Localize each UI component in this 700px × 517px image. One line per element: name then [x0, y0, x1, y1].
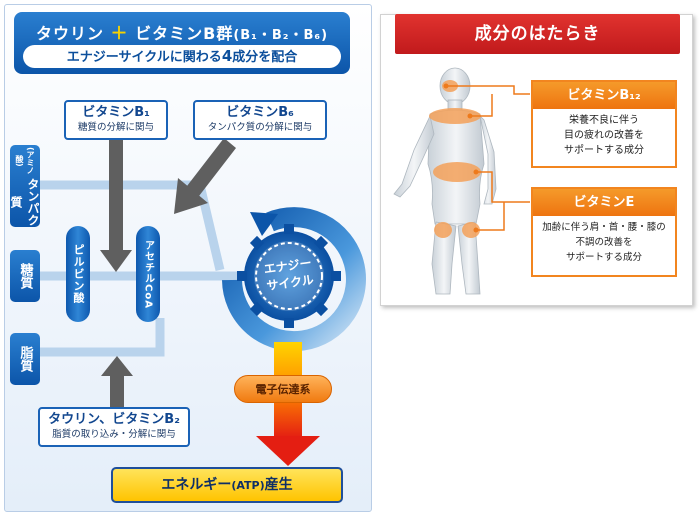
energy-atp: (ATP): [231, 479, 265, 492]
card2-body: 加齢に伴う肩・首・腰・膝の 不調の改善を サポートする成分: [533, 216, 675, 265]
card2-title: ビタミンE: [533, 189, 675, 216]
arrow-b6: [174, 138, 236, 214]
card1-body-3: サポートする成分: [564, 145, 644, 156]
card1-title: ビタミンB₁₂: [533, 82, 675, 109]
subtitle-pre: エナジーサイクルに関わる: [66, 50, 222, 65]
box-b1-title: ビタミンB₁: [82, 105, 150, 120]
title-plus: ＋: [110, 24, 129, 44]
arrow-b2: [101, 356, 133, 416]
box-taurine-b2: タウリン、ビタミンB₂ 脂質の取り込み・分解に関与: [38, 407, 190, 447]
subtitle-post: 成分を配合: [232, 50, 298, 65]
title-sub: (B₁・B₂・B₆): [233, 28, 329, 43]
box-b6-title: ビタミンB₆: [226, 105, 294, 120]
subtitle-num: 4: [221, 47, 233, 65]
pointer-lines: [446, 85, 530, 231]
card2-body-2: 不調の改善を: [575, 237, 633, 248]
card1-body: 栄養不良に伴う 目の疲れの改善を サポートする成分: [533, 109, 675, 158]
energy-post: 産生: [264, 477, 293, 493]
header-subtitle: エナジーサイクルに関わる4成分を配合: [23, 45, 341, 68]
box-b2-title: タウリン、ビタミンB₂: [48, 412, 180, 427]
label-sugar: 糖質: [10, 250, 40, 302]
gear-icon: [237, 224, 341, 328]
title-taurine: タウリン: [35, 24, 104, 43]
label-sugar-text: 糖質: [17, 263, 33, 289]
box-vitamin-b1: ビタミンB₁ 糖質の分解に関与: [64, 100, 168, 140]
card-vitamin-b12: ビタミンB₁₂ 栄養不良に伴う 目の疲れの改善を サポートする成分: [531, 80, 677, 168]
label-fat: 脂質: [10, 333, 40, 385]
label-fat-text: 脂質: [17, 346, 33, 372]
box-b1-sub: 糖質の分解に関与: [77, 122, 154, 133]
card2-body-1: 加齢に伴う肩・首・腰・膝の: [542, 222, 666, 233]
pyruvate-text: ピルビン酸: [72, 244, 85, 304]
right-title: 成分のはたらき: [395, 14, 680, 54]
header-box: タウリン ＋ ビタミンB群(B₁・B₂・B₆) エナジーサイクルに関わる4成分を…: [14, 12, 350, 74]
down-arrow-energy: [256, 342, 320, 466]
acetyl-coa-pill: アセチルCoA: [136, 226, 160, 322]
card2-body-3: サポートする成分: [565, 252, 642, 263]
box-b2-sub: 脂質の取り込み・分解に関与: [52, 429, 176, 440]
card-vitamin-e: ビタミンE 加齢に伴う肩・首・腰・膝の 不調の改善を サポートする成分: [531, 187, 677, 277]
label-protein: (アミノ酸)タンパク質: [9, 145, 40, 227]
human-figure: [393, 67, 530, 295]
label-protein-text: タンパク質: [9, 178, 40, 227]
acetyl-text: アセチルCoA: [142, 239, 154, 309]
label-protein-small: (アミノ酸): [15, 147, 35, 176]
energy-pre: エネルギー: [161, 477, 232, 493]
arrow-b1: [100, 140, 132, 272]
pyruvate-pill: ピルビン酸: [66, 226, 90, 322]
electron-transport-pill: 電子伝達系: [234, 375, 332, 403]
highlight-areas: [429, 80, 481, 238]
card1-body-2: 目の疲れの改善を: [564, 130, 644, 141]
box-vitamin-b6: ビタミンB₆ タンパク質の分解に関与: [193, 100, 327, 140]
electron-text: 電子伝達系: [255, 383, 311, 396]
title-vitamin-b: ビタミンB群: [135, 24, 234, 43]
cycle-ring: [222, 207, 366, 352]
box-b6-sub: タンパク質の分解に関与: [207, 122, 313, 133]
card1-body-1: 栄養不良に伴う: [569, 115, 639, 126]
header-title: タウリン ＋ ビタミンB群(B₁・B₂・B₆): [14, 19, 350, 44]
energy-production-box: エネルギー(ATP)産生: [111, 467, 343, 503]
body-shape: [393, 67, 497, 295]
